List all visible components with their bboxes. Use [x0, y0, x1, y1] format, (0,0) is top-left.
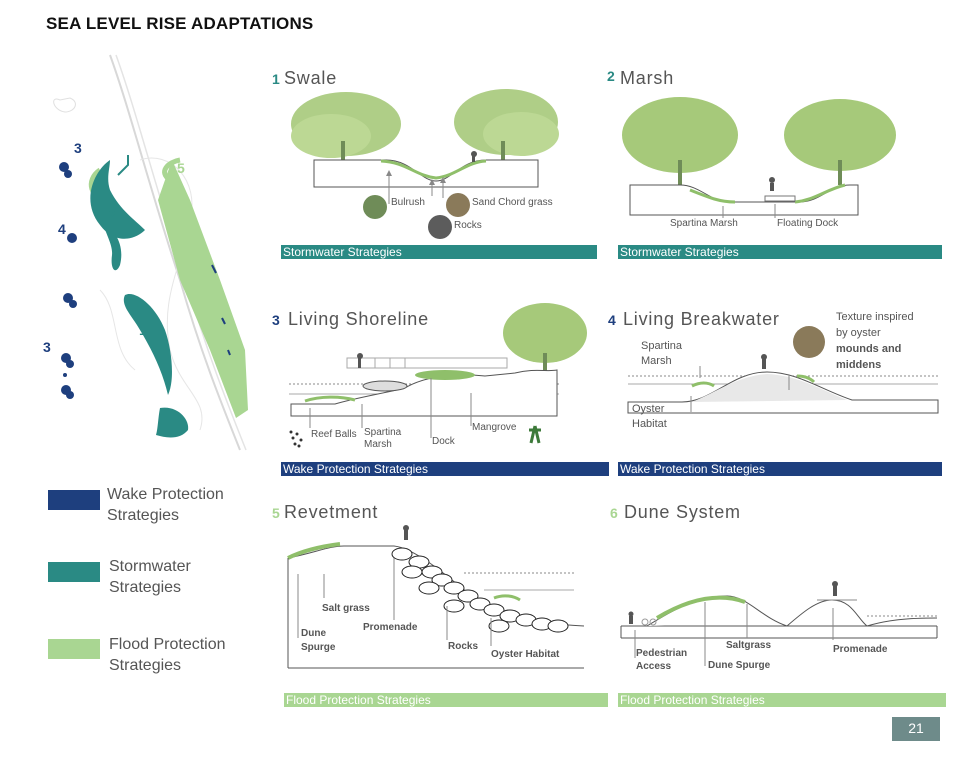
- label-spartina-marsh: Spartina Marsh: [670, 218, 738, 229]
- flood-zone-shape: [158, 160, 248, 418]
- label-habitat: Habitat: [632, 418, 667, 430]
- panel-number: 2: [607, 68, 615, 84]
- strategy-bar-flood: Flood Protection Strategies: [284, 693, 608, 707]
- panel-title: Living Breakwater: [623, 309, 780, 329]
- panel-number: 1: [272, 71, 280, 87]
- label-reef-balls: Reef Balls: [311, 429, 357, 440]
- label-sand-chord-grass: Sand Chord grass: [472, 197, 553, 208]
- label-texture-line-3: mounds and: [836, 343, 902, 355]
- label-floating-dock: Floating Dock: [777, 218, 839, 229]
- panel-title: Swale: [284, 68, 338, 88]
- map-marker: 1: [139, 322, 147, 338]
- label-dune: Dune: [301, 628, 326, 639]
- panel-number: 3: [272, 312, 280, 328]
- panel-title: Marsh: [620, 68, 675, 88]
- strategy-bar-stormwater: Stormwater Strategies: [281, 245, 597, 259]
- map-marker: 3: [43, 339, 51, 355]
- map-marker: 4: [58, 221, 66, 237]
- strategy-bar-wake: Wake Protection Strategies: [618, 462, 942, 476]
- label-mangrove: Mangrove: [472, 422, 517, 433]
- label-salt-grass: Salt grass: [322, 603, 370, 614]
- label-rocks: Rocks: [454, 220, 482, 231]
- label-dock: Dock: [432, 436, 455, 447]
- label-promenade: Promenade: [363, 622, 418, 633]
- living-shoreline-section-illustration: [289, 303, 587, 448]
- label-spurge: Spurge: [301, 642, 336, 653]
- legend-swatch-stormwater: [48, 562, 100, 582]
- map-marker: 2: [108, 207, 116, 223]
- legend-label-stormwater: Stormwater Strategies: [109, 558, 191, 596]
- label-oyster-habitat: Oyster Habitat: [491, 649, 560, 660]
- label-marsh: Marsh: [641, 355, 672, 367]
- panel-number: 5: [272, 505, 280, 521]
- label-texture-line-2: by oyster: [836, 327, 881, 339]
- dune-system-section-illustration: [620, 581, 938, 666]
- label-pedestrian: Pedestrian: [636, 648, 688, 659]
- map-marker: 5: [177, 160, 185, 176]
- legend-swatch-flood: [48, 639, 100, 659]
- label-oyster: Oyster: [632, 403, 665, 415]
- label-spartina: Spartina: [641, 340, 682, 352]
- strategy-bar-flood: Flood Protection Strategies: [618, 693, 946, 707]
- panel-title: Living Shoreline: [288, 309, 429, 329]
- label-marsh: Marsh: [364, 439, 392, 450]
- label-texture-line-1: Texture inspired: [836, 311, 914, 323]
- legend-swatch-wake: [48, 490, 100, 510]
- label-promenade: Promenade: [833, 644, 888, 655]
- map-marker: 3: [74, 140, 82, 156]
- panel-title: Dune System: [624, 502, 741, 522]
- label-texture-line-4: middens: [836, 359, 882, 371]
- stormwater-zone-shape: [90, 160, 145, 239]
- legend-label-wake: Wake Protection Strategies: [107, 486, 224, 524]
- revetment-section-illustration: [287, 525, 585, 669]
- legend-label-flood: Flood Protection Strategies: [109, 636, 226, 674]
- label-access: Access: [636, 661, 672, 672]
- page-number: 21: [892, 717, 940, 741]
- strategy-bar-wake: Wake Protection Strategies: [281, 462, 609, 476]
- living-breakwater-section-illustration: [627, 326, 939, 414]
- label-rocks: Rocks: [448, 641, 479, 652]
- label-spartina: Spartina: [364, 427, 402, 438]
- map-marker: 6: [236, 341, 244, 357]
- marsh-section-illustration: [622, 97, 896, 218]
- panel-title: Revetment: [284, 502, 379, 522]
- label-bulrush: Bulrush: [391, 197, 425, 208]
- label-saltgrass: Saltgrass: [726, 640, 772, 651]
- panel-number: 4: [608, 312, 616, 328]
- page-title: SEA LEVEL RISE ADAPTATIONS: [46, 14, 314, 33]
- label-dune-spurge: Dune Spurge: [708, 660, 771, 671]
- panel-number: 6: [610, 505, 618, 521]
- strategy-bar-stormwater: Stormwater Strategies: [618, 245, 942, 259]
- site-map: [53, 54, 248, 451]
- swale-section-illustration: [291, 89, 559, 239]
